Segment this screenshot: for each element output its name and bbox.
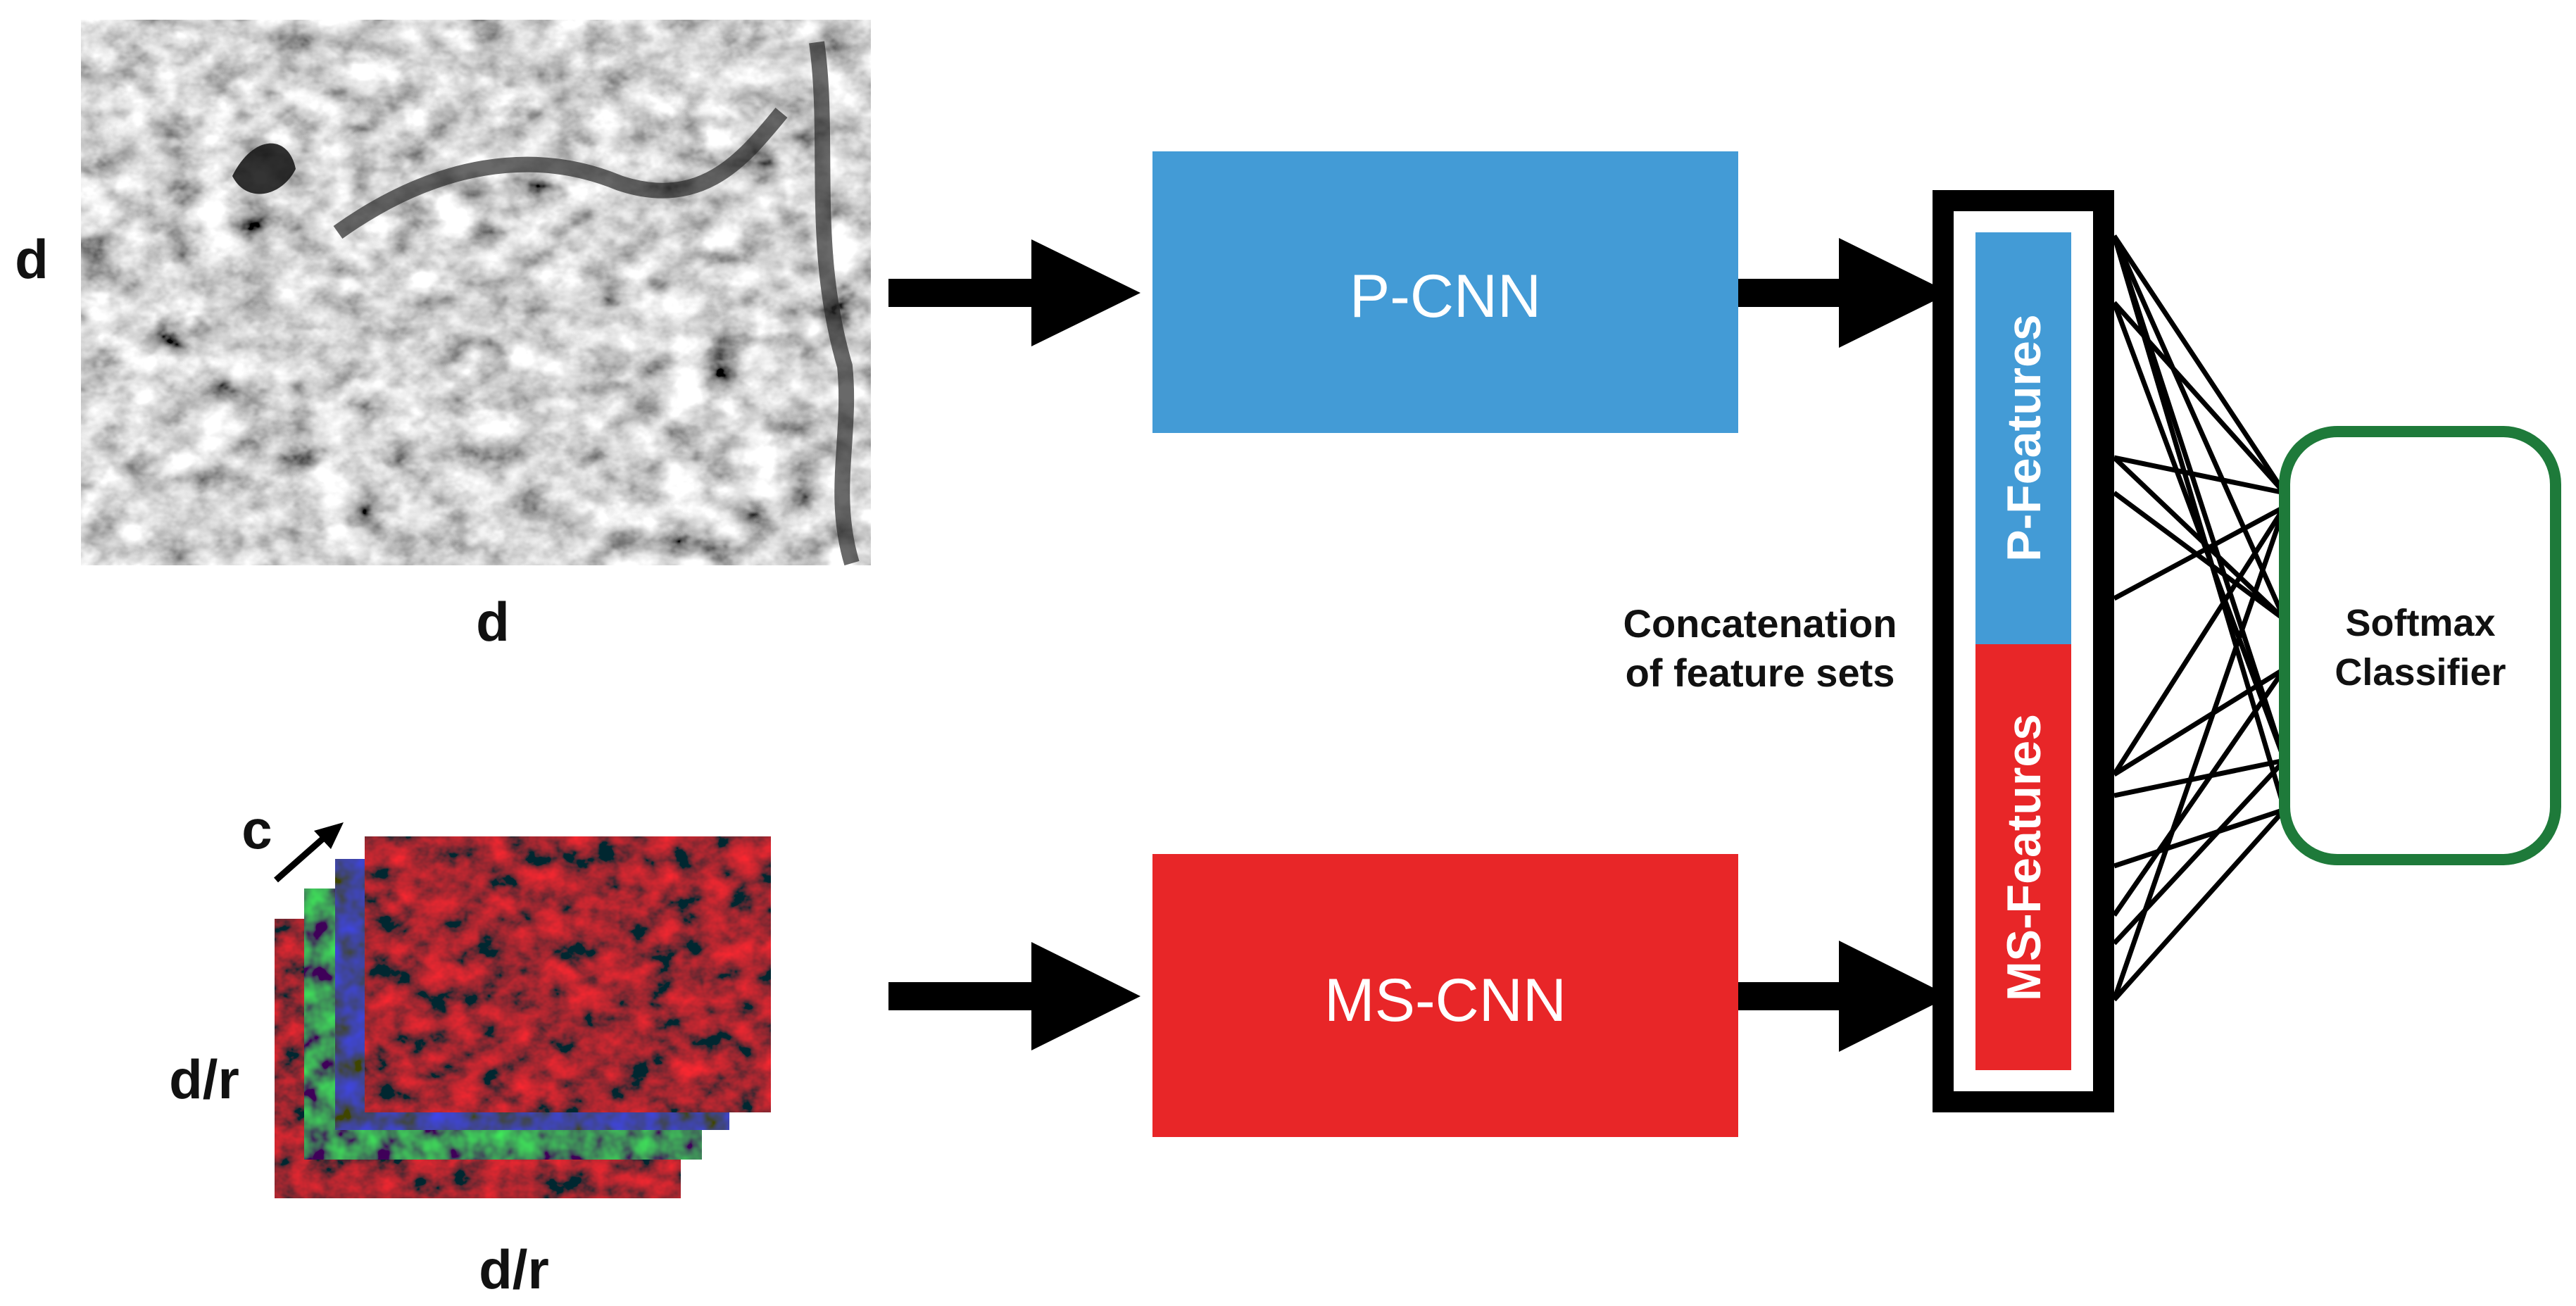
pan-height-label: d [15, 228, 49, 290]
concatenation-label-line1: Concatenation [1623, 601, 1897, 646]
p-cnn-box: P-CNN [1152, 151, 1738, 433]
ms-channels-label: c [241, 798, 272, 860]
p-cnn-label: P-CNN [1350, 263, 1541, 330]
softmax-label-line1: Softmax [2345, 602, 2495, 644]
softmax-label-line2: Classifier [2335, 651, 2506, 693]
ms-features-label: MS-Features [1997, 714, 2051, 1001]
ms-width-label: d/r [479, 1238, 549, 1300]
ms-cnn-label: MS-CNN [1324, 967, 1566, 1034]
ms-height-label: d/r [169, 1048, 239, 1110]
fully-connected-lines [2111, 234, 2287, 1002]
pan-image [81, 20, 871, 566]
diagonal-arrow-icon [274, 822, 344, 883]
ms-image-stack [275, 836, 771, 1198]
arrow-mscnn-to-features [1738, 941, 1950, 1052]
arrow-pan-to-pcnn [888, 239, 1141, 346]
p-features-label: P-Features [1997, 314, 2051, 561]
feature-vector: P-Features MS-Features [1933, 190, 2114, 1112]
concatenation-label-line2: of feature sets [1626, 651, 1895, 695]
arrow-ms-to-mscnn [888, 942, 1141, 1050]
pan-width-label: d [476, 591, 510, 653]
softmax-classifier-box: Softmax Classifier [2279, 426, 2561, 865]
ms-cnn-box: MS-CNN [1152, 854, 1738, 1137]
arrow-pcnn-to-features [1738, 238, 1950, 348]
